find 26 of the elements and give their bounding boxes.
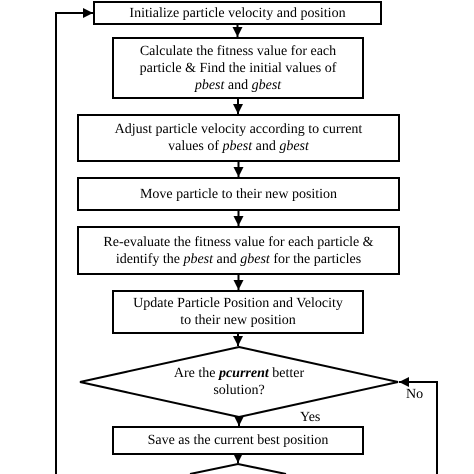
arrow [399,377,438,474]
arrow [234,162,244,177]
process-box [77,114,400,162]
box-text: Adjust particle velocity according to current values of pbest and gbest [114,121,364,155]
arrow [234,275,244,290]
decision-text: Are the pcurrent better solution? [172,365,306,399]
process-box [93,1,382,25]
arrow [233,99,243,114]
box-text: Calculate the fitness value for each particle & Find the initial values of pbest and gbest [138,42,338,94]
process-box [77,177,400,211]
arrow [233,334,243,346]
box-text: Save as the current best position [148,432,328,449]
arrow [233,453,243,463]
box-text: Initialize particle velocity and position [129,4,346,22]
arrow [232,25,242,37]
process-box [77,226,400,275]
decision-diamond [189,463,287,474]
arrow [234,211,244,226]
process-box [112,37,364,99]
process-box [112,426,364,455]
box-text: Move particle to their new position [140,186,338,202]
arrow [234,416,244,426]
process-box [112,290,364,334]
box-text: Re-evaluate the fitness value for each particle & identify the pbest and gbest for the particles [102,234,375,268]
box-text: Update Particle Position and Velocity to their new position [132,295,344,329]
arrow [55,8,93,474]
